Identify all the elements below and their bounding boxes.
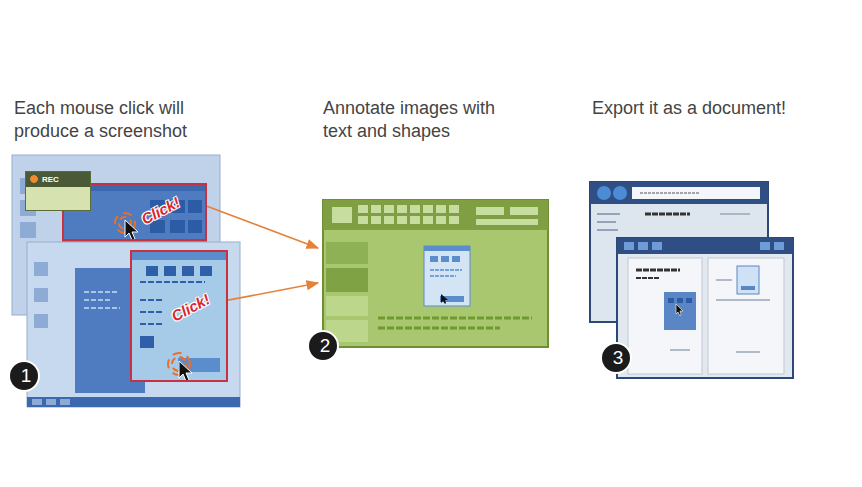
step-caption: Each mouse click will produce a screensh… <box>14 97 219 143</box>
screenshot-region: Click! <box>130 250 228 382</box>
screenshot-front <box>27 242 240 407</box>
click-label: Click! <box>137 191 184 230</box>
editor-window <box>323 200 548 347</box>
step-number: 1 <box>8 360 44 396</box>
step-panel: Annotate images with text and shapes2 <box>318 92 552 350</box>
step-panel: Export it as a document!3 <box>588 92 803 382</box>
flow-arrow <box>228 283 318 300</box>
flow-arrow <box>207 206 318 248</box>
callout-number: 2 <box>307 330 343 362</box>
record-widget: REC <box>25 171 91 211</box>
click-label: Click! <box>167 288 214 327</box>
step-caption: Export it as a document! <box>592 97 807 120</box>
step-number: 2 <box>307 330 343 366</box>
document-windows <box>590 182 793 378</box>
callout-number: 3 <box>600 342 636 374</box>
callout-number: 1 <box>8 360 44 392</box>
step-number: 3 <box>600 342 636 378</box>
record-label: REC <box>42 174 59 185</box>
step-caption: Annotate images with text and shapes <box>323 97 518 143</box>
step-panel: Each mouse click will produce a screensh… <box>6 92 246 414</box>
